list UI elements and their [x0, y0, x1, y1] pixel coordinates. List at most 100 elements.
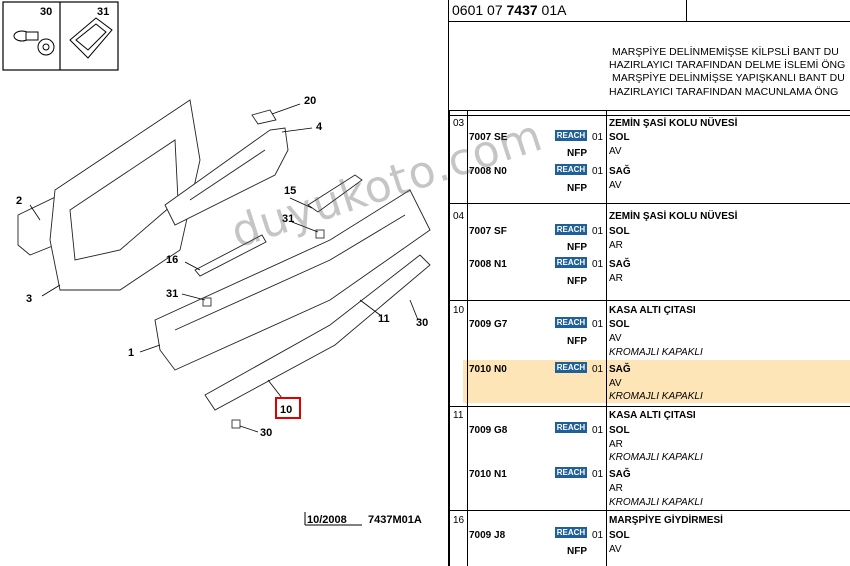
part-side: SAĞ: [609, 166, 631, 177]
part-side: SOL: [609, 226, 630, 237]
header-rule: [449, 21, 850, 22]
callout-labels: 20 4 2 15 31 16 3 31 1 11 30 10 30: [16, 95, 428, 439]
callout-16: 16: [166, 254, 178, 266]
diagram-date: 10/2008: [307, 514, 347, 526]
part-side: SAĞ: [609, 259, 631, 270]
grommet-icon: [69, 17, 113, 59]
group-num: 11: [453, 410, 464, 421]
part-code[interactable]: 7007 SE: [469, 132, 508, 143]
header-separator: [686, 0, 687, 21]
row-rule: [449, 300, 850, 301]
part-extra: KROMAJLI KAPAKLI: [609, 391, 703, 402]
reach-badge: REACH: [555, 257, 587, 268]
callout-11: 11: [378, 313, 390, 325]
part-code[interactable]: 7008 N1: [469, 259, 507, 270]
note-line-2: HAZIRLAYICI TARAFINDAN DELME İSLEMİ ÖNG: [609, 59, 846, 71]
note-line-3: MARŞPİYE DELİNMİŞSE YAPIŞKANLI BANT DU: [612, 72, 845, 84]
col-rule: [467, 110, 468, 566]
leader-lines: [29, 103, 419, 433]
code-suffix: 01A: [537, 2, 567, 18]
part-pos: AV: [609, 333, 622, 344]
body-panels: [17, 99, 431, 411]
part-side: SOL: [609, 425, 630, 436]
inset-label-31: 31: [97, 6, 109, 18]
inset-box: 30 31: [2, 1, 119, 71]
part-side: SAĞ: [609, 364, 631, 375]
callout-30b: 30: [260, 427, 272, 439]
callout-15: 15: [284, 185, 296, 197]
callout-31a: 31: [282, 213, 294, 225]
part-qty: 01: [592, 530, 604, 541]
callout-20: 20: [304, 95, 316, 107]
part-extra: KROMAJLI KAPAKLI: [609, 497, 703, 508]
nfp-label: NFP: [567, 546, 587, 557]
diagram-code: 7437M01A: [368, 514, 422, 526]
part-pos: AV: [609, 180, 622, 191]
part-code[interactable]: 7009 G7: [469, 319, 508, 330]
row-rule: [449, 115, 850, 116]
part-extra: KROMAJLI KAPAKLI: [609, 347, 703, 358]
group-num: 04: [453, 211, 465, 222]
group-num: 16: [453, 515, 465, 526]
callout-10: 10: [280, 404, 292, 416]
reach-badge: REACH: [555, 467, 587, 478]
part-code[interactable]: 7010 N1: [469, 469, 507, 480]
inset-label-30: 30: [40, 6, 52, 18]
part-pos: AR: [609, 273, 623, 284]
note-line-4: HAZIRLAYICI TARAFINDAN MACUNLAMA ÖNG: [609, 86, 839, 98]
group-title: MARŞPİYE GİYDİRMESİ: [609, 515, 723, 526]
reach-badge: REACH: [555, 164, 587, 175]
reach-badge: REACH: [555, 362, 587, 373]
col-rule: [606, 110, 607, 566]
group-num: 03: [453, 118, 465, 129]
part-code-selected[interactable]: 7010 N0: [469, 364, 507, 375]
highlight-row: [463, 360, 850, 403]
row-rule: [449, 110, 850, 111]
reach-badge: REACH: [555, 224, 587, 235]
part-code[interactable]: 7008 N0: [469, 166, 507, 177]
reach-badge: REACH: [555, 317, 587, 328]
part-side: SOL: [609, 319, 630, 330]
clip-markers: [202, 229, 325, 429]
group-title: KASA ALTI ÇITASI: [609, 410, 696, 421]
note-line-1: MARŞPİYE DELİNMEMİŞSE KİLPSLİ BANT DU: [612, 46, 839, 58]
part-extra: KROMAJLI KAPAKLI: [609, 452, 703, 463]
nfp-label: NFP: [567, 183, 587, 194]
part-qty: 01: [592, 166, 604, 177]
row-rule: [449, 406, 850, 407]
part-side: SAĞ: [609, 469, 631, 480]
part-code[interactable]: 7009 J8: [469, 530, 506, 541]
callout-2: 2: [16, 195, 22, 207]
row-rule: [449, 203, 850, 204]
part-side: SOL: [609, 132, 630, 143]
clip-icon: [13, 30, 55, 56]
reach-badge: REACH: [555, 527, 587, 538]
part-qty: 01: [592, 364, 604, 375]
row-rule: [449, 510, 850, 511]
part-qty: 01: [592, 226, 604, 237]
part-qty: 01: [592, 425, 604, 436]
part-qty: 01: [592, 259, 604, 270]
part-side: SOL: [609, 530, 630, 541]
part-code[interactable]: 7009 G8: [469, 425, 508, 436]
nfp-label: NFP: [567, 276, 587, 287]
part-qty: 01: [592, 132, 604, 143]
callout-4: 4: [316, 121, 323, 133]
code-bold: 7437: [506, 2, 538, 18]
group-title: ZEMİN ŞASİ KOLU NÜVESİ: [609, 211, 738, 222]
nfp-label: NFP: [567, 148, 587, 159]
part-pos: AR: [609, 240, 623, 251]
group-title: ZEMİN ŞASİ KOLU NÜVESİ: [609, 118, 738, 129]
callout-31b: 31: [166, 288, 178, 300]
part-code[interactable]: 7007 SF: [469, 226, 507, 237]
parts-table: 03 ZEMİN ŞASİ KOLU NÜVESİ 7007 SE REACH …: [449, 110, 850, 566]
group-title: KASA ALTI ÇITASI: [609, 305, 696, 316]
col-rule: [449, 110, 450, 566]
panel-divider: [448, 0, 449, 566]
reach-badge: REACH: [555, 422, 587, 433]
parts-diagram: 30 31: [2, 1, 431, 526]
part-qty: 01: [592, 469, 604, 480]
part-qty: 01: [592, 319, 604, 330]
reach-badge: REACH: [555, 130, 587, 141]
callout-3: 3: [26, 293, 32, 305]
